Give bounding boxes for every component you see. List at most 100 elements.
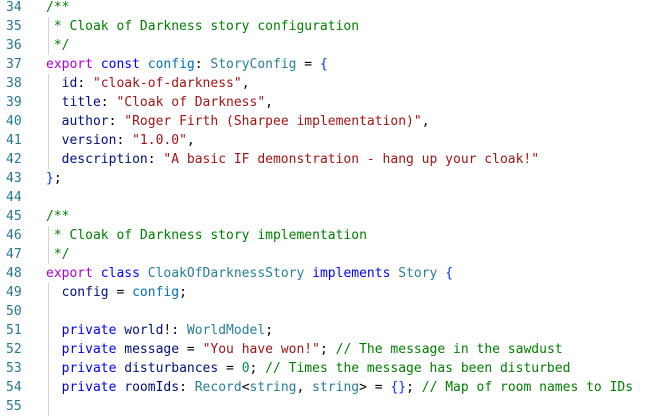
code-token <box>93 57 101 72</box>
code-token <box>140 57 148 72</box>
code-line[interactable]: 40 author: "Roger Firth (Sharpee impleme… <box>0 112 651 131</box>
code-text: * Cloak of Darkness story implementation <box>46 226 367 245</box>
code-token: private <box>46 380 117 395</box>
code-line[interactable]: 53 private disturbances = 0; // Times th… <box>0 359 651 378</box>
line-number: 45 <box>6 209 22 224</box>
code-token: /** <box>46 209 70 224</box>
code-line[interactable]: 47 */ <box>0 245 651 264</box>
code-line[interactable]: 46 * Cloak of Darkness story implementat… <box>0 226 651 245</box>
code-token: // The message in the sawdust <box>335 342 563 357</box>
code-token: : <box>194 57 211 72</box>
line-number: 53 <box>6 361 22 376</box>
code-line[interactable]: 35 * Cloak of Darkness story configurati… <box>0 17 651 36</box>
code-token: "Cloak of Darkness" <box>116 95 266 110</box>
line-number: 46 <box>6 228 22 243</box>
code-line[interactable]: 39 title: "Cloak of Darkness", <box>0 93 651 112</box>
code-line[interactable]: 44 <box>0 188 651 207</box>
code-token: { <box>319 57 328 72</box>
code-token: * Cloak of Darkness story configuration <box>46 19 360 34</box>
code-token: /** <box>46 0 70 15</box>
code-text: export const config: StoryConfig = { <box>46 55 328 74</box>
line-number: 52 <box>6 342 22 357</box>
code-line[interactable]: 50 <box>0 302 651 321</box>
code-line[interactable]: 49 config = config; <box>0 283 651 302</box>
code-text: id: "cloak-of-darkness", <box>46 74 250 93</box>
code-line[interactable]: 37 export const config: StoryConfig = { <box>0 55 651 74</box>
code-line[interactable]: 52 private message = "You have won!"; //… <box>0 340 651 359</box>
code-token: world <box>124 323 164 338</box>
code-line[interactable]: 55 <box>0 397 651 416</box>
code-line[interactable]: 38 id: "cloak-of-darkness", <box>0 74 651 93</box>
code-token: ; <box>53 171 62 186</box>
indent-guide <box>48 302 49 321</box>
line-number: 55 <box>6 399 22 414</box>
line-number: 44 <box>6 190 22 205</box>
line-number: 47 <box>6 247 22 262</box>
line-number: 34 <box>6 0 22 15</box>
code-token: "You have won!" <box>202 342 320 357</box>
code-token: "A basic IF demonstration - hang up your… <box>163 152 540 167</box>
code-text: export class CloakOfDarknessStory implem… <box>46 264 453 283</box>
line-number: 42 <box>6 152 22 167</box>
code-token: ; <box>406 380 422 395</box>
line-number: 38 <box>6 76 22 91</box>
code-line[interactable]: 51 private world!: WorldModel; <box>0 321 651 340</box>
code-token <box>304 266 312 281</box>
line-number: 35 <box>6 19 22 34</box>
code-token: , <box>296 380 313 395</box>
code-token: { <box>445 266 454 281</box>
code-token: ; <box>265 323 274 338</box>
indent-guide <box>48 74 49 93</box>
code-token: : <box>108 114 125 129</box>
line-number: 43 <box>6 171 22 186</box>
code-text: }; <box>46 169 62 188</box>
code-token: config <box>46 285 109 300</box>
code-token: export <box>46 266 93 281</box>
code-line[interactable]: 45 /** <box>0 207 651 226</box>
code-token: string <box>249 380 297 395</box>
line-number: 40 <box>6 114 22 129</box>
code-line[interactable]: 54 private roomIds: Record<string, strin… <box>0 378 651 397</box>
line-number: 51 <box>6 323 22 338</box>
code-token: < <box>241 380 250 395</box>
code-token: config <box>147 57 195 72</box>
code-line[interactable]: 36 */ <box>0 36 651 55</box>
line-number: 50 <box>6 304 22 319</box>
code-text: title: "Cloak of Darkness", <box>46 93 273 112</box>
line-number: 37 <box>6 57 22 72</box>
code-token: // Map of room names to IDs <box>421 380 634 395</box>
code-text: private world!: WorldModel; <box>46 321 273 340</box>
code-token: , <box>265 95 273 110</box>
code-token: = <box>218 361 242 376</box>
code-token: export <box>46 57 93 72</box>
code-line[interactable]: 34 /** <box>0 0 651 17</box>
indent-guide <box>48 340 49 359</box>
indent-guide <box>48 93 49 112</box>
code-text: * Cloak of Darkness story configuration <box>46 17 359 36</box>
code-token: !: <box>163 323 187 338</box>
code-token: WorldModel <box>186 323 266 338</box>
indent-guide <box>48 378 49 397</box>
code-token <box>93 266 101 281</box>
code-line[interactable]: 41 version: "1.0.0", <box>0 131 651 150</box>
code-token: = <box>296 57 320 72</box>
code-token: Record <box>194 380 242 395</box>
code-line[interactable]: 42 description: "A basic IF demonstratio… <box>0 150 651 169</box>
code-text: private roomIds: Record<string, string> … <box>46 378 633 397</box>
code-text: */ <box>46 36 70 55</box>
code-line[interactable]: 43}; <box>0 169 651 188</box>
code-token: , <box>421 114 430 129</box>
code-token: * Cloak of Darkness story implementation <box>46 228 367 243</box>
code-token: message <box>124 342 180 357</box>
indent-guide <box>48 131 49 150</box>
code-token: CloakOfDarknessStory <box>147 266 305 281</box>
code-token: "cloak-of-darkness" <box>92 76 242 91</box>
code-token: */ <box>46 38 70 53</box>
indent-guide <box>48 17 49 36</box>
indent-guide <box>48 321 49 340</box>
indent-guide <box>48 226 49 245</box>
indent-guide <box>48 150 49 169</box>
line-number: 39 <box>6 95 22 110</box>
